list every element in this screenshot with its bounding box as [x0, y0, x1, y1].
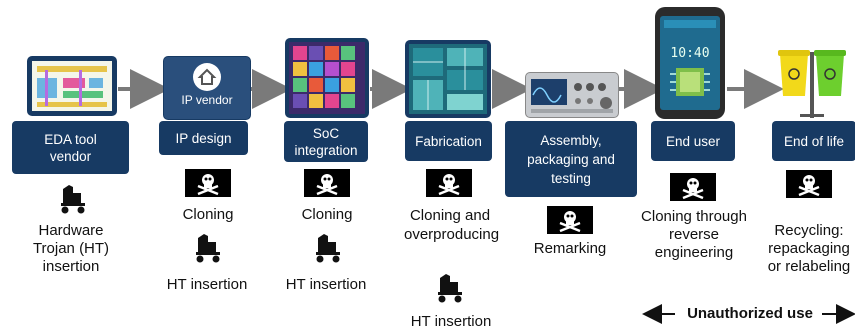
unauthorized-use-label: Unauthorized use	[687, 305, 813, 322]
home-icon	[193, 63, 221, 91]
fabrication-die-image	[405, 40, 491, 118]
trojan-horse-icon	[61, 185, 85, 214]
stage-end-of-life: End of life	[772, 121, 855, 161]
stage-assembly-packaging-testing: Assembly, packaging and testing	[505, 121, 637, 197]
threat-soc-ht: HT insertion	[285, 276, 367, 293]
stage-soc-integration: SoC integration	[284, 121, 368, 162]
trojan-horse-icon	[316, 234, 340, 263]
trojan-horse-icon	[196, 234, 220, 263]
stage-fabrication: Fabrication	[405, 121, 492, 161]
stage-label: Fabrication	[415, 133, 482, 149]
threat-assembly-remarking: Remarking	[533, 240, 607, 257]
threat-ip-cloning: Cloning	[182, 206, 234, 223]
skull-crossbones-icon	[426, 169, 472, 197]
threat-fab-ht: HT insertion	[410, 313, 492, 330]
stage-label: EDA tool vendor	[44, 131, 97, 164]
stage-label: IP design	[175, 130, 232, 146]
threat-enduser-cloning: Cloning through reverse engineering	[641, 208, 747, 261]
recycling-bins-image	[774, 44, 850, 118]
ip-vendor-caption: IP vendor	[181, 93, 233, 107]
skull-crossbones-icon	[670, 173, 716, 201]
threat-eda: Hardware Trojan (HT) insertion	[32, 222, 110, 275]
skull-crossbones-icon	[304, 169, 350, 197]
trojan-horse-icon	[438, 274, 462, 303]
stage-eda-tool-vendor: EDA tool vendor	[12, 121, 129, 174]
ip-vendor-image: IP vendor	[163, 56, 251, 120]
stage-label: End of life	[783, 133, 845, 149]
phone-time: 10:40	[670, 46, 710, 61]
skull-crossbones-icon	[547, 206, 593, 234]
threat-fab-cloning: Cloning and overproducing	[404, 207, 500, 243]
stage-label: End user	[665, 133, 721, 149]
stage-label: SoC integration	[294, 125, 358, 158]
stage-end-user: End user	[651, 121, 735, 161]
test-instrument-image	[525, 72, 619, 118]
stage-ip-design: IP design	[159, 121, 248, 155]
soc-puzzle-image	[285, 38, 369, 118]
smartphone-image: 10:40	[655, 7, 725, 119]
threat-eol-recycling: Recycling: repackaging or relabeling	[767, 222, 851, 275]
threat-ip-ht: HT insertion	[166, 276, 248, 293]
skull-crossbones-icon	[185, 169, 231, 197]
stage-label: Assembly, packaging and testing	[527, 132, 615, 186]
threat-soc-cloning: Cloning	[301, 206, 353, 223]
skull-crossbones-icon	[786, 170, 832, 198]
eda-layout-image	[27, 56, 117, 116]
